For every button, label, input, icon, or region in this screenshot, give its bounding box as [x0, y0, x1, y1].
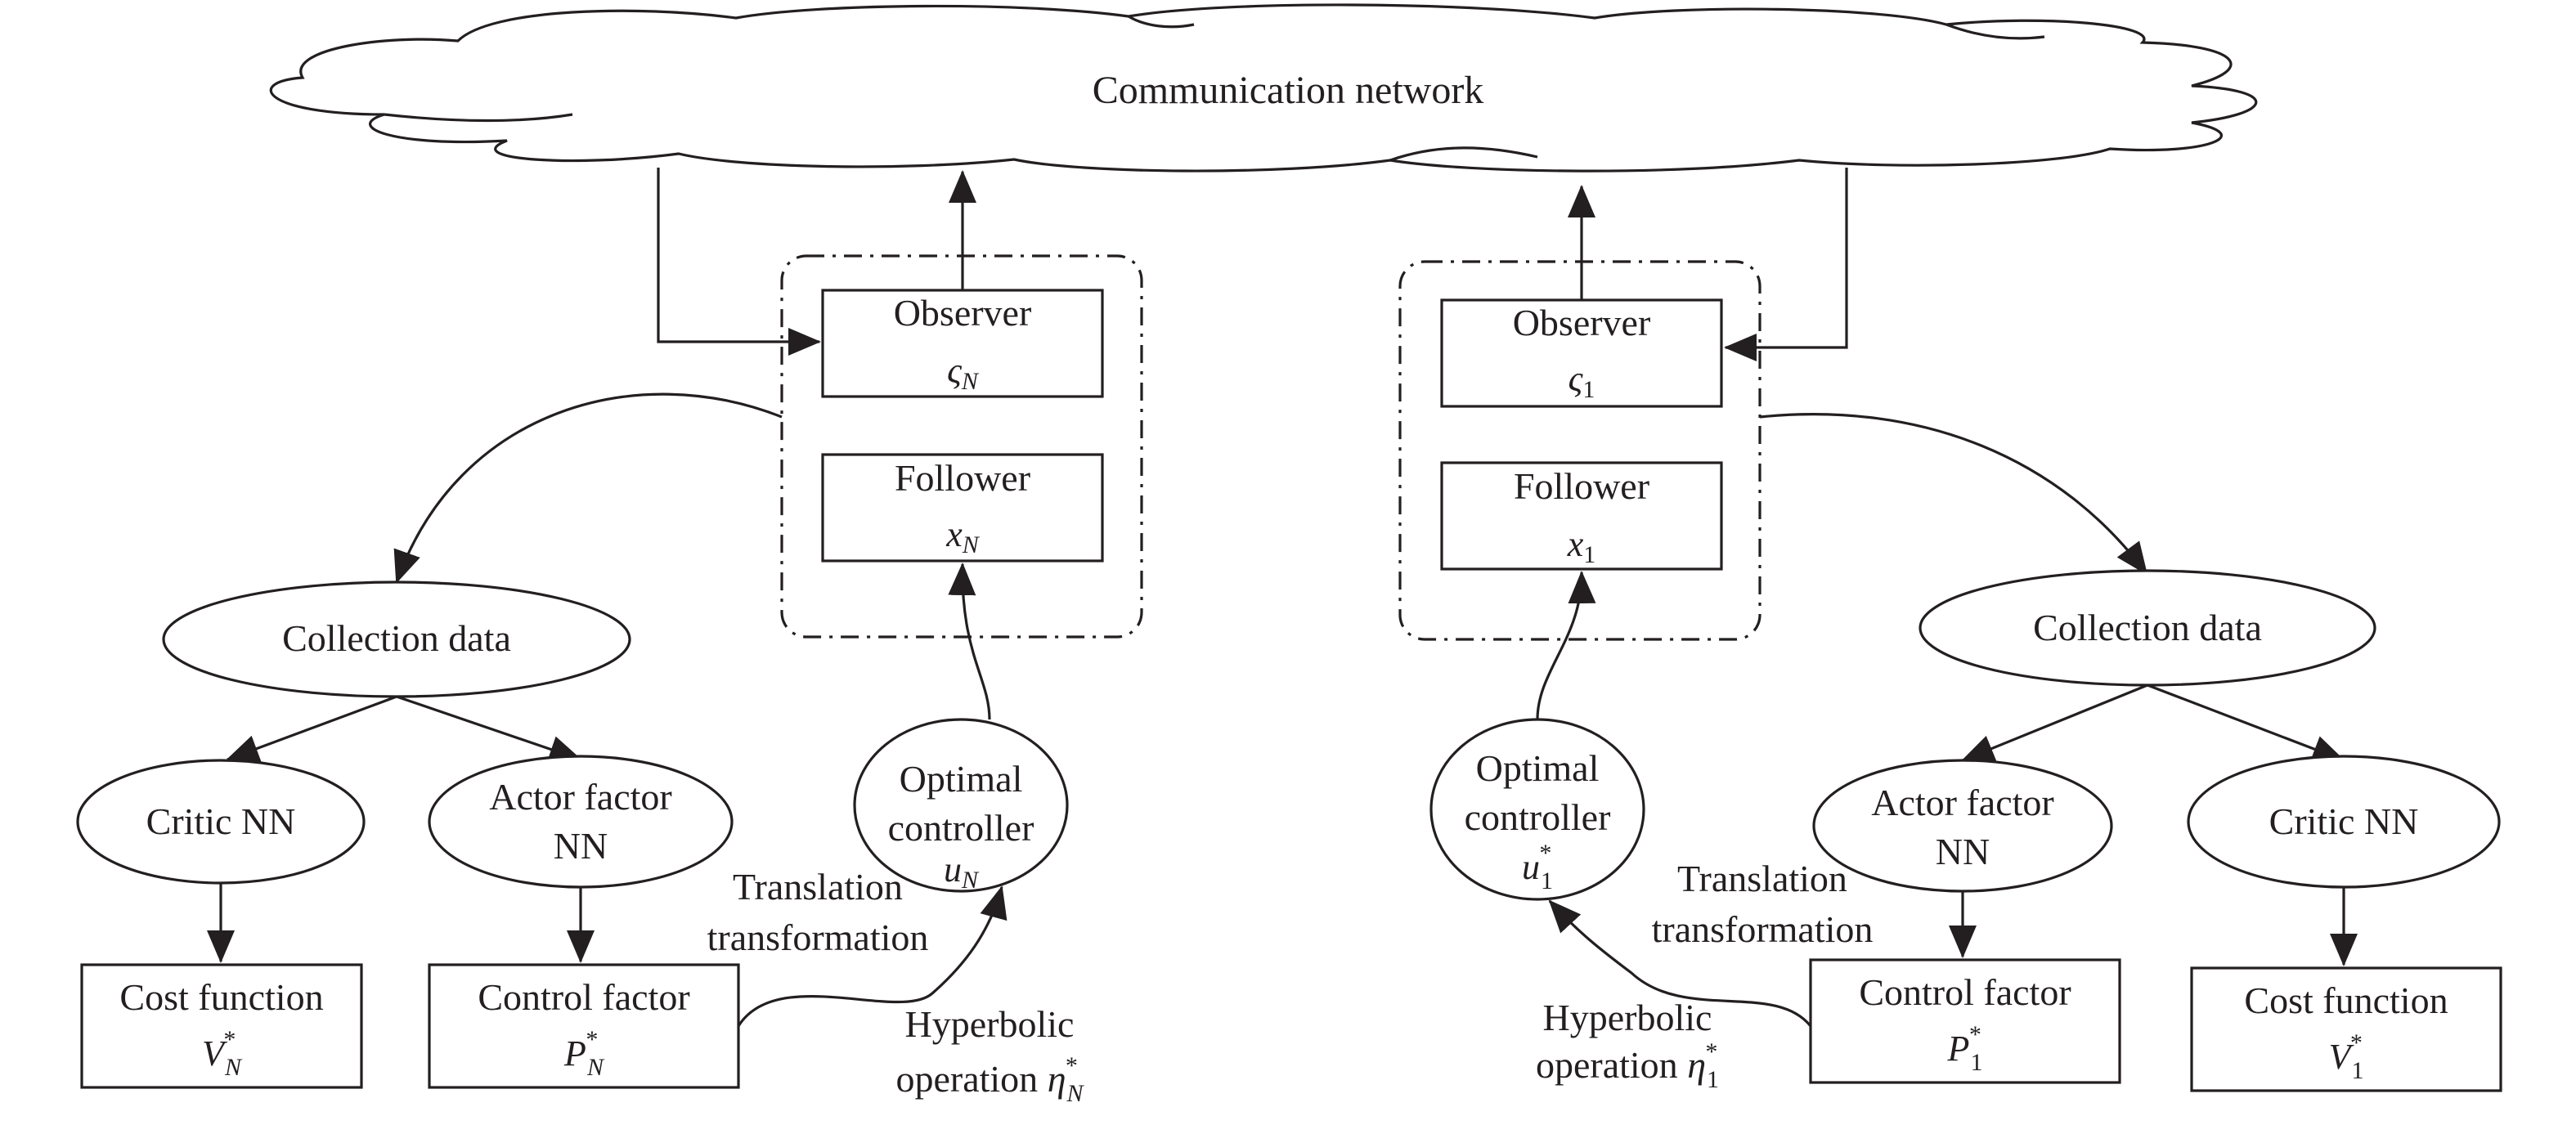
right-critic-nn-node: Critic NN — [2187, 755, 2501, 889]
cloud-label: Communication network — [1093, 69, 1484, 112]
left-critic-nn-node: Critic NN — [76, 759, 366, 885]
right-control-factor-box: Control factor P*1 — [1809, 958, 2121, 1084]
right-follower-title: Follower — [1514, 465, 1649, 507]
right-optimal-line2: controller — [1465, 796, 1611, 838]
right-collection-to-critic-arrow — [2147, 684, 2345, 763]
left-observer-title: Observer — [894, 292, 1032, 334]
right-optimal-symbol: u*1 — [1522, 840, 1553, 894]
right-follower-box: Follower x1 — [1440, 461, 1723, 571]
right-cost-symbol: V*1 — [2329, 1029, 2364, 1084]
right-optimal-controller-node: Optimal controller u*1 — [1429, 718, 1645, 901]
right-cost-function-box: Cost function V*1 — [2190, 966, 2502, 1092]
right-collection-data-node: Collection data — [1919, 569, 2376, 687]
right-collection-to-actor-arrow — [1961, 684, 2148, 762]
right-observer-box: Observer ς1 — [1440, 298, 1723, 408]
left-follower-box: Follower xN — [821, 453, 1104, 563]
right-control-title: Control factor — [1859, 971, 2071, 1013]
left-control-factor-box: Control factor P*N — [428, 963, 740, 1089]
left-collection-to-actor-arrow — [396, 695, 582, 763]
right-hyperbolic-line1: Hyperbolic — [1543, 997, 1712, 1038]
right-hyperbolic-line2: operation η*1 — [1536, 1038, 1719, 1093]
left-agent: Observer ςN Follower xN Collection data … — [76, 168, 1143, 1107]
left-optimal-line2: controller — [888, 807, 1034, 849]
right-optimal-to-follower-arrow — [1536, 571, 1596, 720]
left-control-title: Control factor — [478, 976, 689, 1018]
left-translation-line2: transformation — [707, 917, 929, 958]
right-control-symbol: P*1 — [1947, 1021, 1983, 1076]
left-network-to-observer-arrow — [657, 168, 821, 356]
right-critic-nn-label: Critic NN — [2269, 800, 2419, 842]
left-observer-box: Observer ςN — [821, 289, 1104, 398]
right-container-to-collection-arrow — [1759, 413, 2148, 576]
right-translation-line1: Translation — [1677, 858, 1847, 899]
right-control-to-optimal-arrow — [1548, 899, 1812, 1028]
left-optimal-line1: Optimal — [900, 758, 1023, 800]
right-observer-title: Observer — [1513, 302, 1651, 343]
left-hyperbolic-line2: operation η*N — [895, 1052, 1084, 1107]
left-critic-nn-label: Critic NN — [146, 800, 296, 842]
right-actor-nn-node: Actor factor NN — [1812, 759, 2113, 893]
left-collection-data-label: Collection data — [282, 617, 511, 659]
right-actor-line2: NN — [1936, 831, 1990, 872]
left-optimal-controller-node: Optimal controller uN — [853, 718, 1069, 894]
left-container-to-collection-arrow — [393, 392, 783, 584]
left-collection-data-node: Collection data — [162, 580, 631, 698]
left-actor-line1: Actor factor — [489, 776, 672, 818]
left-optimal-to-follower-arrow — [948, 563, 991, 720]
left-control-to-optimal-arrow — [737, 885, 1008, 1027]
left-cost-function-box: Cost function V*N — [80, 963, 363, 1089]
communication-network-cloud: Communication network — [269, 3, 2258, 173]
left-actor-line2: NN — [554, 825, 608, 867]
left-collection-to-critic-arrow — [226, 695, 397, 762]
right-agent-container — [1398, 260, 1761, 641]
right-cost-title: Cost function — [2244, 979, 2448, 1021]
left-translation-line1: Translation — [733, 866, 903, 908]
right-network-to-observer-arrow — [1724, 168, 1848, 361]
left-follower-title: Follower — [895, 457, 1030, 499]
left-actor-nn-node: Actor factor NN — [428, 755, 734, 889]
right-agent: Observer ς1 Follower x1 Collection data … — [1398, 168, 2502, 1093]
right-actor-line1: Actor factor — [1871, 782, 2054, 823]
right-collection-data-label: Collection data — [2033, 607, 2262, 648]
left-hyperbolic-line1: Hyperbolic — [905, 1003, 1075, 1045]
right-optimal-line1: Optimal — [1476, 747, 1600, 789]
left-cost-title: Cost function — [119, 976, 323, 1018]
right-translation-line2: transformation — [1652, 908, 1874, 950]
